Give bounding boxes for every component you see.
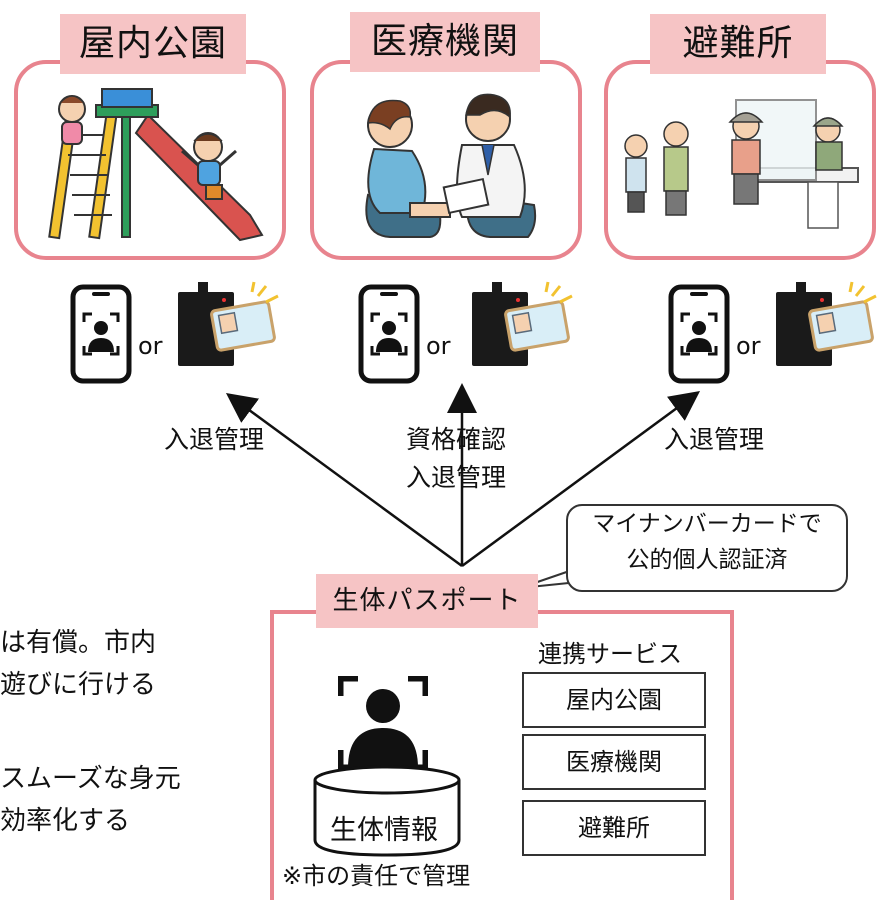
facility-card-medical — [310, 60, 582, 260]
service-box-park: 屋内公園 — [522, 672, 706, 728]
arrow-label-medical-line1: 資格確認 — [406, 425, 507, 454]
db-label: 生体情報 — [330, 815, 438, 846]
device-group-shelter: or — [668, 281, 878, 394]
arrow-label-medical-line2: 入退管理 — [406, 463, 507, 492]
left-text-line1: は有償。市内 — [0, 628, 157, 658]
or-label: or — [426, 332, 451, 360]
slide-playground-illustration — [48, 88, 264, 242]
facility-title-medical: 医療機関 — [350, 12, 540, 72]
arrow-to-park — [225, 393, 463, 568]
database-icon — [313, 765, 461, 857]
or-label: or — [736, 332, 761, 360]
smartphone-face-icon — [70, 284, 132, 384]
doctor-patient-illustration — [365, 93, 537, 238]
callout-line2: 公的個人認証済 — [626, 547, 788, 573]
arrow-label-shelter: 入退管理 — [664, 425, 765, 454]
facility-title-park: 屋内公園 — [60, 14, 246, 74]
device-group-medical: or — [358, 281, 573, 394]
passport-title: 生体パスポート — [316, 574, 538, 628]
evacuation-reception-illustration — [624, 99, 859, 229]
device-group-park: or — [70, 281, 280, 394]
management-note: ※市の責任で管理 — [282, 862, 471, 890]
services-heading: 連携サービス — [538, 640, 682, 668]
smartphone-face-icon — [358, 284, 420, 384]
arrow-label-park: 入退管理 — [164, 425, 265, 454]
left-text-line4: 効率化する — [0, 806, 131, 836]
left-text-line3: スムーズな身元 — [0, 764, 181, 794]
card-reader-icon — [776, 281, 877, 366]
arrow-to-shelter — [461, 391, 701, 568]
callout-line1: マイナンバーカードで — [592, 511, 822, 537]
card-reader-icon — [178, 281, 279, 366]
or-label: or — [138, 332, 163, 360]
left-text-line2: 遊びに行ける — [0, 670, 157, 700]
mynumber-callout: マイナンバーカードで 公的個人認証済 — [566, 504, 848, 592]
smartphone-face-icon — [668, 284, 730, 384]
service-box-medical: 医療機関 — [522, 734, 706, 790]
facility-title-shelter: 避難所 — [650, 14, 826, 74]
service-box-shelter: 避難所 — [522, 800, 706, 856]
card-reader-icon — [472, 281, 573, 366]
face-scan-icon — [338, 676, 428, 772]
